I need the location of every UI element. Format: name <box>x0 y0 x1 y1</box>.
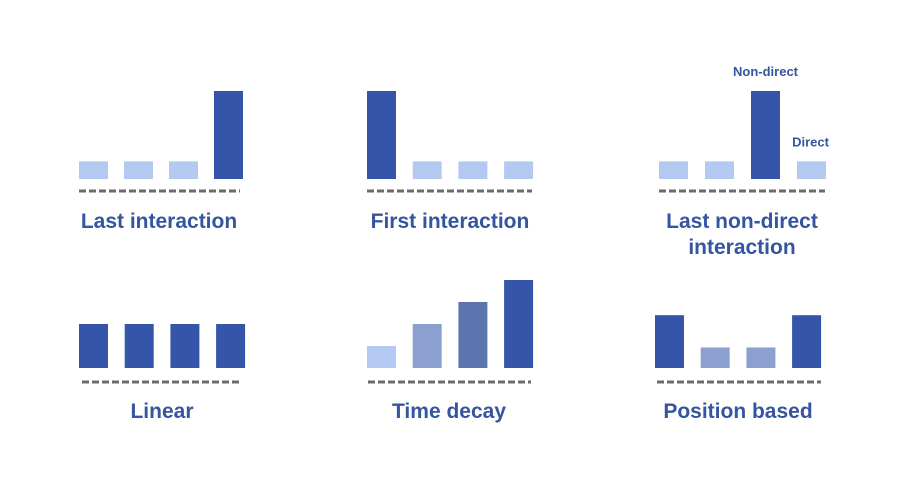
bar <box>792 315 822 368</box>
model-label: Last interaction <box>81 210 237 233</box>
bar <box>214 91 243 179</box>
bar-annotation: Non-direct <box>733 64 799 79</box>
bar <box>79 324 108 368</box>
bar-annotation: Direct <box>792 134 830 149</box>
bar <box>746 347 776 368</box>
bar <box>705 161 734 179</box>
bar <box>79 161 108 179</box>
bar <box>412 161 442 179</box>
bar <box>797 161 826 179</box>
bar <box>700 347 730 368</box>
bar <box>751 91 780 179</box>
bar <box>124 161 153 179</box>
bar <box>458 302 488 368</box>
model-label: First interaction <box>371 210 530 233</box>
attribution-panel: Position based <box>655 315 822 423</box>
bar <box>367 346 396 368</box>
attribution-panel: Linear <box>79 324 246 423</box>
attribution-panel: First interaction <box>367 91 534 233</box>
bar <box>458 161 488 179</box>
bar <box>170 324 200 368</box>
model-label: Time decay <box>392 400 506 423</box>
attribution-panel: Last interaction <box>79 91 243 233</box>
bar <box>367 91 396 179</box>
bar <box>659 161 688 179</box>
model-label-line: interaction <box>688 236 795 259</box>
bar <box>504 280 534 368</box>
attribution-panel: Time decay <box>367 280 534 423</box>
bar <box>655 315 684 368</box>
model-label: Linear <box>130 400 193 423</box>
model-label: Position based <box>663 400 812 423</box>
bar <box>169 161 198 179</box>
bar <box>216 324 246 368</box>
bar <box>124 324 154 368</box>
bar <box>412 324 442 368</box>
bar <box>504 161 534 179</box>
model-label-line: Last non-direct <box>666 210 818 233</box>
